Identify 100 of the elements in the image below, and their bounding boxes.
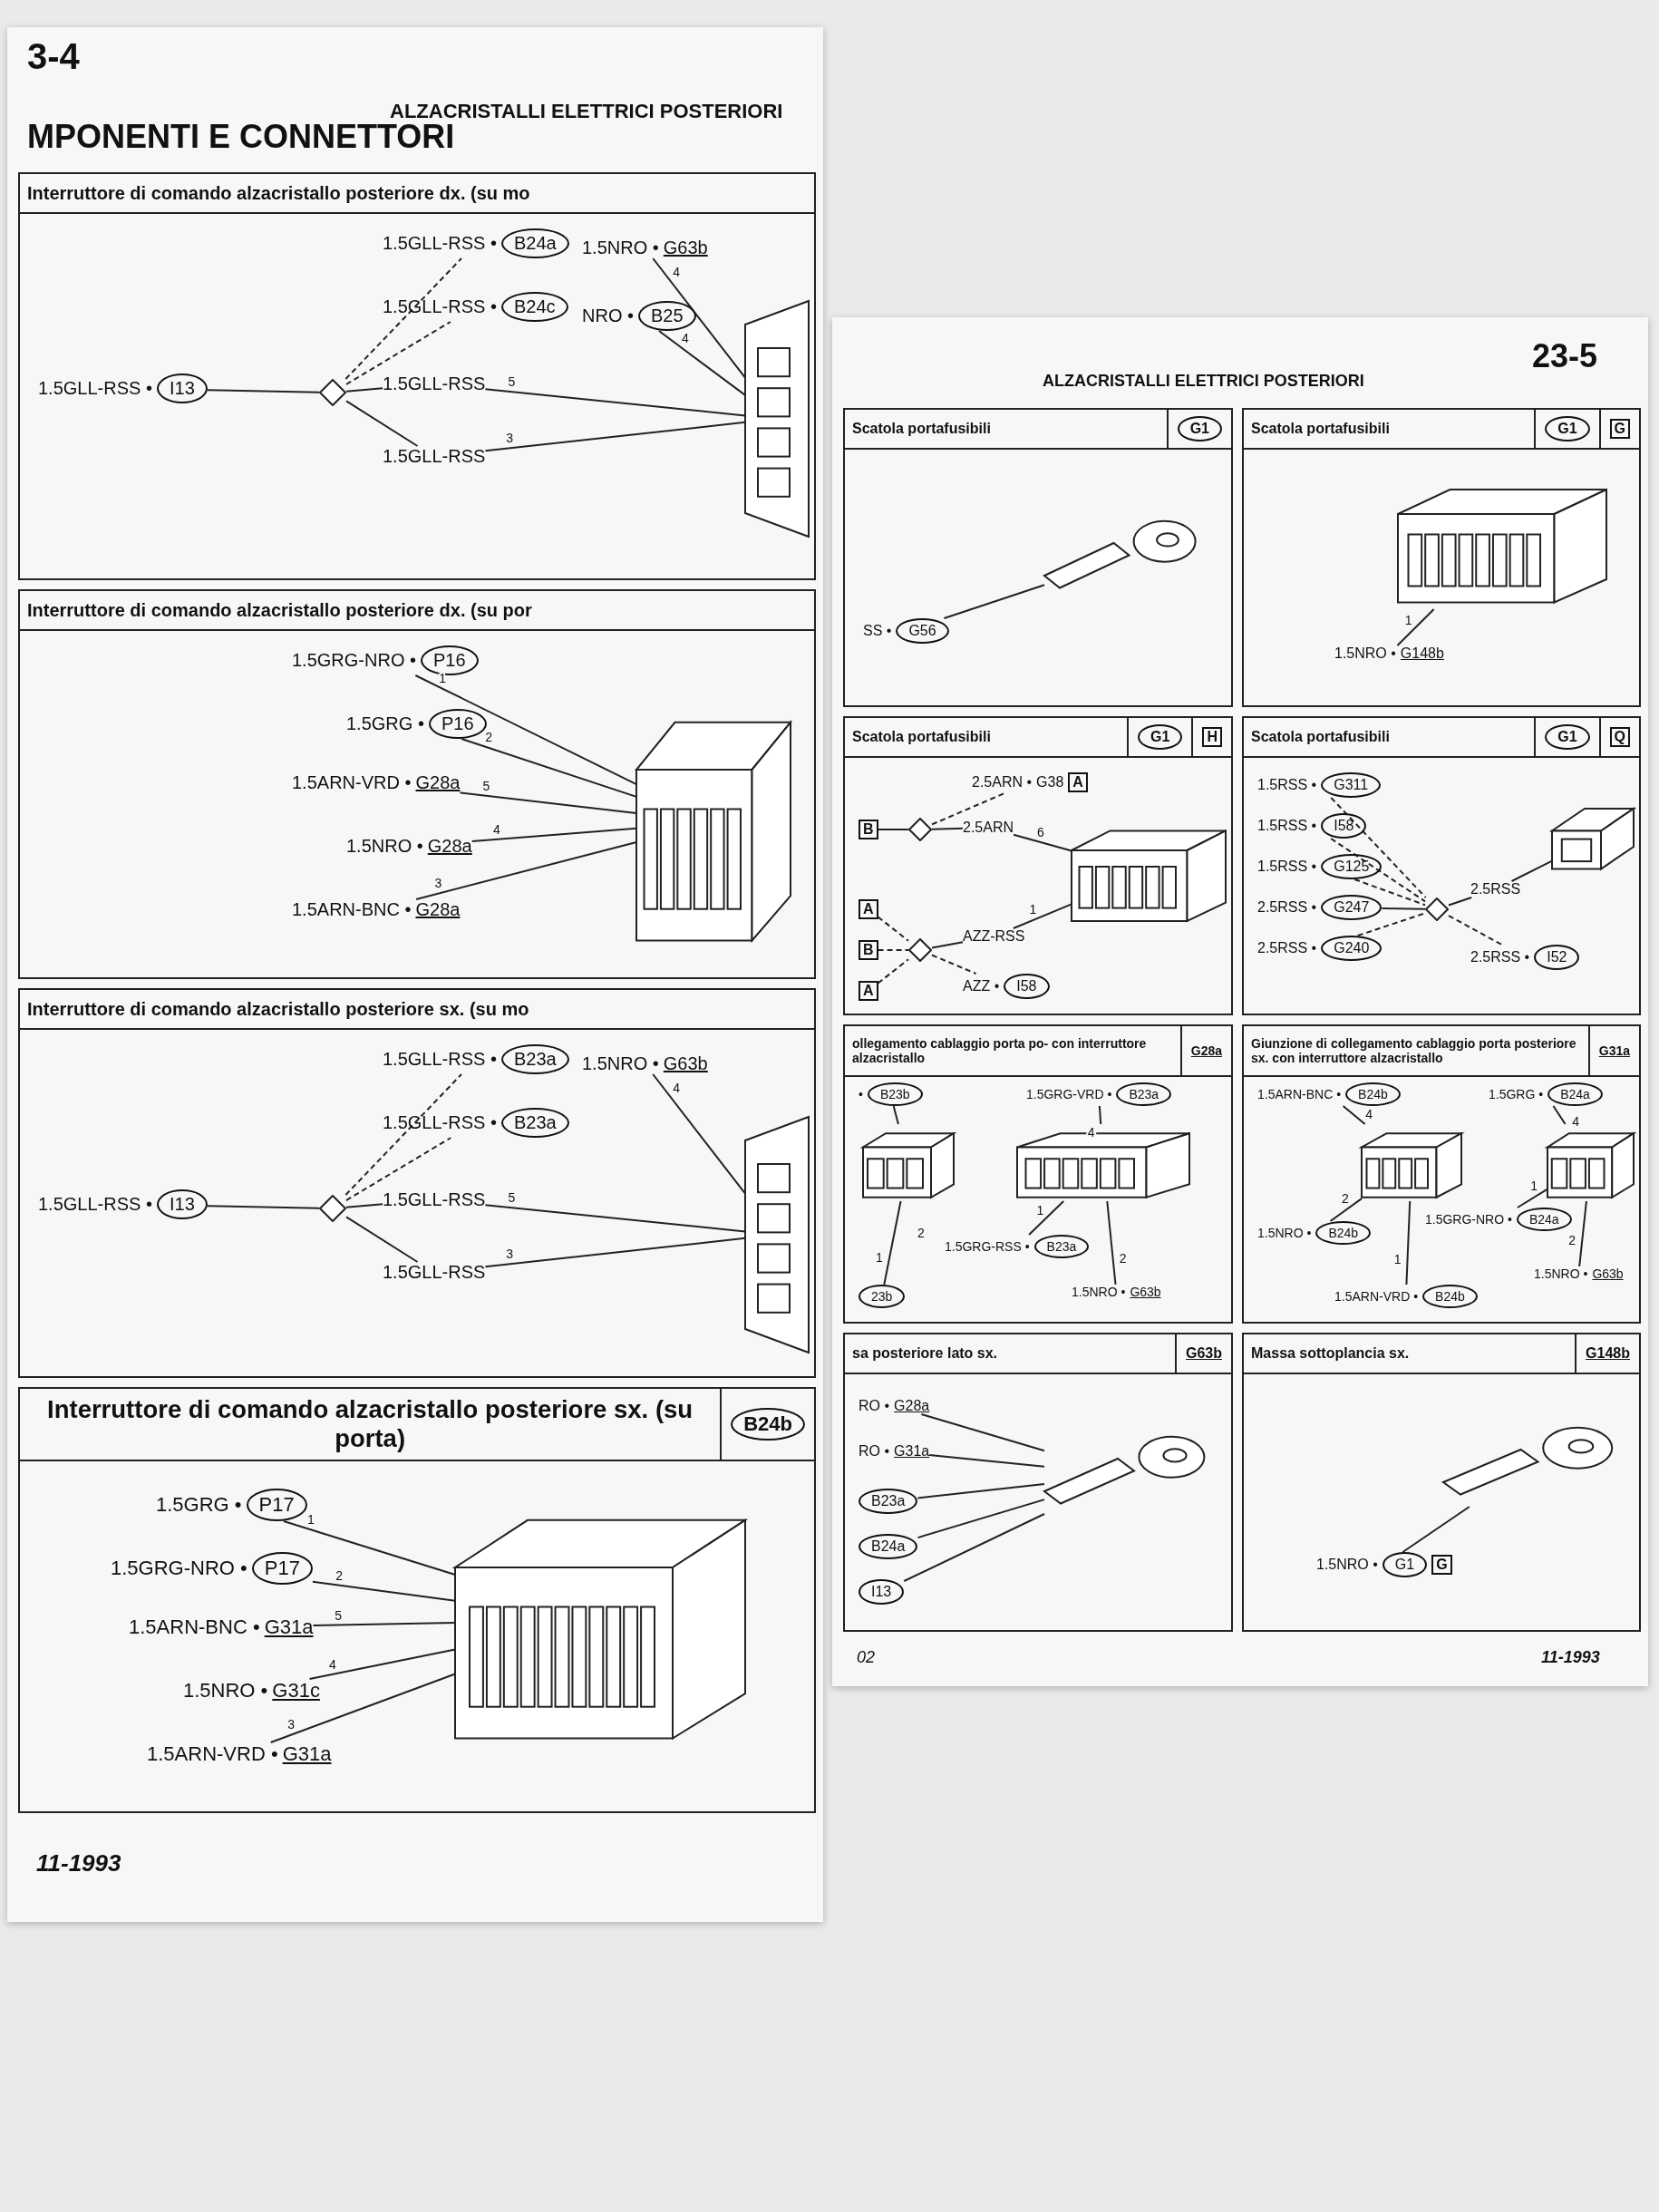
- wire-line: [345, 1216, 419, 1263]
- connector-code-oval: B25: [638, 301, 696, 331]
- connector-code-oval: B23a: [500, 1108, 569, 1138]
- wire-label: 1.5GLL-RSS: [383, 1189, 486, 1210]
- wire-line: [892, 1105, 899, 1125]
- wire-line: [1106, 1200, 1117, 1285]
- wire-label: 1.5GLL-RSS •: [383, 233, 497, 254]
- wire-line: [1448, 897, 1473, 907]
- connector-code: G148b: [1400, 645, 1444, 662]
- wire-label: 1.5GLL-RSS •: [38, 378, 152, 399]
- wire-line: [308, 1648, 456, 1680]
- wire-label: 1.5GLL-RSS: [383, 374, 486, 394]
- connector-code-oval: B23a: [1033, 1235, 1090, 1258]
- wire-line: [311, 1580, 456, 1602]
- pin-number: 5: [508, 374, 516, 390]
- splice-diamond: [908, 818, 932, 841]
- wire-label: 1.5GRG-VRD •: [1026, 1087, 1112, 1101]
- pin-number: 5: [508, 1190, 516, 1206]
- wire-label: 1.5NRO •: [183, 1679, 268, 1703]
- connector-code-oval: P17: [251, 1552, 313, 1585]
- connector-code-oval: B24b: [1345, 1082, 1401, 1106]
- wire-line: [917, 1499, 1045, 1539]
- wire-line: [931, 827, 964, 830]
- terminal-letter: A: [859, 899, 878, 919]
- pin-number: 3: [287, 1716, 295, 1732]
- pin-number: 4: [682, 330, 689, 345]
- wire-label: 1.5GLL-RSS •: [383, 296, 497, 317]
- wire-line: [1396, 608, 1435, 646]
- terminal-letter: H: [1202, 727, 1222, 747]
- panel-title: Scatola portafusibili: [1250, 420, 1391, 438]
- diagram-panel: [1242, 408, 1641, 707]
- wire-label: 1.5GLL-RSS: [383, 446, 486, 467]
- connector-code: G31a: [1598, 1043, 1630, 1058]
- diagram-panel: [1242, 1333, 1641, 1632]
- wire-line: [282, 1520, 456, 1577]
- pin-number: 3: [434, 876, 442, 891]
- connector-code: G31a: [894, 1443, 930, 1460]
- wire-label: AZZ •: [963, 978, 1000, 994]
- wire-line: [1448, 915, 1503, 946]
- wire-line: [1552, 1105, 1567, 1125]
- pin-number: 1: [1036, 1202, 1044, 1218]
- wire-line: [920, 1413, 1045, 1452]
- wire-line: [1381, 907, 1426, 910]
- wire-label: 1.5GRG •: [346, 713, 424, 734]
- wire-line: [345, 400, 419, 447]
- wire-line: [484, 421, 746, 452]
- terminal-letter: G: [1431, 1555, 1452, 1575]
- connector-code-oval: I52: [1534, 945, 1580, 970]
- wire-line: [269, 1673, 456, 1743]
- wire-label: 1.5GRG-RSS •: [945, 1239, 1030, 1254]
- splice-diamond: [319, 379, 346, 406]
- wire-label: SS •: [863, 623, 892, 639]
- terminal-letter: B: [859, 820, 878, 839]
- wire-line: [345, 1203, 383, 1208]
- connector-code-oval: G311: [1321, 772, 1382, 798]
- wire-line: [1329, 1198, 1363, 1222]
- panel-title: Interruttore di comando alzacristallo posteriore dx. (su por: [26, 598, 533, 622]
- wire-line: [471, 827, 637, 842]
- wire-label: 1.5GRG-NRO •: [1425, 1212, 1512, 1227]
- pin-number: 5: [482, 778, 490, 793]
- connector-code-oval: G1: [1382, 1552, 1428, 1577]
- wire-label: 1.5GRG •: [156, 1493, 242, 1517]
- wire-label: 1.5NRO •: [346, 836, 423, 857]
- connector-code-oval: B24a: [1516, 1208, 1572, 1231]
- wire-label: 1.5NRO •: [1072, 1285, 1126, 1299]
- connector-code-oval: G1: [1138, 724, 1183, 750]
- wire-label: 1.5NRO •: [1334, 645, 1396, 662]
- connector-code: G63b: [1592, 1266, 1624, 1281]
- connector-code-oval: I58: [1004, 974, 1050, 999]
- connector-code: G28a: [894, 1398, 930, 1414]
- wire-line: [206, 1205, 320, 1209]
- wire-label: 1.5NRO •: [582, 1053, 659, 1074]
- wire-label: 2.5RSS •: [1470, 949, 1530, 965]
- connector-code-oval: B23a: [859, 1489, 918, 1514]
- connector-code-oval: G247: [1321, 895, 1382, 920]
- connector-code-oval: B24b: [731, 1408, 805, 1441]
- page-number: 3-4: [27, 36, 80, 77]
- wire-line: [345, 1137, 452, 1201]
- wire-label: 1.5ARN-VRD •: [147, 1742, 278, 1766]
- pin-number: 4: [1365, 1107, 1373, 1122]
- wire-line: [459, 791, 637, 815]
- pin-number: 4: [492, 821, 500, 837]
- wire-line: [877, 949, 909, 951]
- panel-title: Massa sottoplancia sx.: [1250, 1344, 1411, 1363]
- connector-code-oval: I58: [1321, 813, 1367, 839]
- pin-number: 1: [876, 1250, 883, 1266]
- connector-code: G28a: [427, 836, 472, 857]
- wire-label: 1.5GLL-RSS •: [38, 1194, 152, 1215]
- wire-line: [1356, 912, 1426, 936]
- wire-line: [1330, 838, 1426, 903]
- wire-line: [345, 321, 451, 385]
- wire-label: AZZ-RSS: [963, 928, 1025, 945]
- connector-code-oval: G1: [1177, 416, 1222, 441]
- wire-label: 1.5RSS •: [1257, 777, 1317, 793]
- wire-line: [415, 841, 637, 900]
- wire-line: [1578, 1200, 1587, 1267]
- terminal-letter: A: [859, 981, 878, 1001]
- wire-line: [1012, 903, 1072, 929]
- wire-label: 1.5GRG •: [1489, 1087, 1544, 1101]
- pin-number: 1: [1404, 613, 1412, 628]
